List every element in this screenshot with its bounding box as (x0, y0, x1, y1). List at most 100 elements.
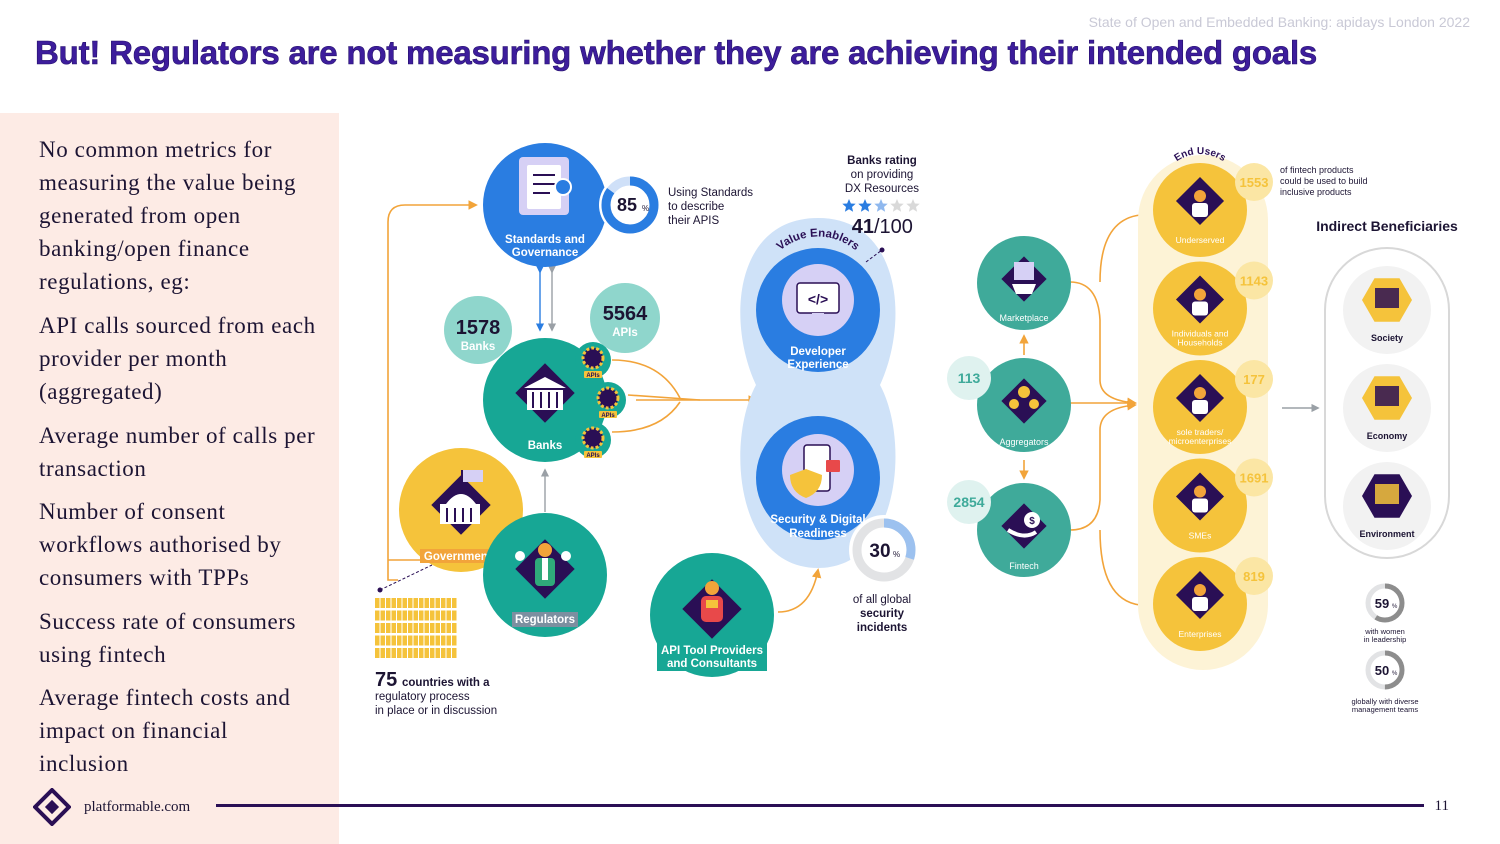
country-square (380, 648, 385, 658)
end-users-note-1: of fintech products (1280, 165, 1354, 175)
country-square (391, 623, 396, 633)
countries-line-3: in place or in discussion (375, 705, 497, 717)
country-square (435, 648, 440, 658)
end-user-count-bubble (1235, 163, 1273, 201)
end-user-count-bubble (1235, 458, 1273, 497)
women-leadership-ring: 59 % (1365, 583, 1405, 623)
rating-star (842, 199, 856, 212)
banks-count-label: Banks (461, 341, 496, 353)
page-number: 11 (1434, 798, 1449, 814)
country-square (391, 648, 396, 658)
banks-count-bubble: 1578 Banks (444, 296, 512, 364)
end-user-label: Underserved (1176, 235, 1225, 245)
beneficiary-glyph (1375, 386, 1399, 406)
country-square (446, 648, 451, 658)
security-note-1: of all global (853, 594, 911, 606)
standards-label-2: Governance (512, 247, 578, 259)
grey-connectors (540, 265, 1320, 512)
country-square (413, 623, 418, 633)
country-square (424, 598, 429, 608)
country-square (424, 623, 429, 633)
country-square (424, 610, 429, 621)
country-square (380, 635, 385, 646)
metric-consent-workflows: Number of consent workflows authorised b… (39, 499, 282, 590)
end-user-label: sole traders/ (1177, 427, 1224, 437)
country-square (402, 623, 407, 633)
beneficiary-glyph (1375, 288, 1399, 308)
country-square (408, 598, 413, 608)
beneficiary-label: Environment (1359, 529, 1414, 539)
country-square (375, 598, 380, 608)
rating-stars (842, 199, 920, 212)
country-square (397, 598, 402, 608)
fintech-count-bubble: 2854 (947, 480, 991, 524)
country-square (435, 635, 440, 646)
api-tool-label-1: API Tool Providers (661, 645, 763, 657)
end-user-count-bubble (1235, 261, 1273, 300)
country-square (430, 610, 435, 621)
diverse-unit: % (1392, 671, 1398, 677)
country-square (441, 598, 446, 608)
code-glyph: </> (808, 291, 828, 307)
rating-pointer-dot (879, 247, 885, 253)
person-body-icon (1192, 301, 1208, 316)
rating-line-2: on providing (851, 169, 914, 181)
person-icon (1194, 584, 1206, 596)
fintech-node: $ Fintech (977, 483, 1071, 577)
country-square (452, 598, 457, 608)
end-users-note-2: could be used to build (1280, 176, 1368, 186)
country-square (391, 635, 396, 646)
standards-node: Standards and Governance (483, 143, 607, 267)
rating-star (906, 199, 920, 212)
country-square (375, 648, 380, 658)
standards-percent-ring: 85 % (599, 174, 661, 236)
country-square (386, 610, 391, 621)
security-label-2: Readiness (789, 528, 847, 540)
country-square (408, 648, 413, 658)
beneficiary-label: Economy (1367, 431, 1408, 441)
country-square (413, 610, 418, 621)
country-square (446, 598, 451, 608)
country-square (413, 598, 418, 608)
end-user-label-2: Households (1178, 338, 1223, 348)
country-square (419, 610, 424, 621)
countries-line-1: countries with a (402, 677, 490, 689)
standards-note-1: Using Standards (668, 187, 753, 199)
country-square (408, 610, 413, 621)
country-square (452, 623, 457, 633)
country-square (419, 648, 424, 658)
country-square (375, 610, 380, 621)
svg-text:$: $ (1029, 516, 1035, 527)
standards-label-1: Standards and (505, 234, 585, 246)
bank-api-gears: APIs APIs APIs (575, 342, 626, 459)
standards-percent: 85 (617, 195, 637, 215)
security-percent: 30 (869, 541, 890, 562)
indirect-outline (1324, 247, 1450, 559)
country-square (452, 610, 457, 621)
developer-label-1: Developer (790, 346, 846, 358)
country-square (419, 623, 424, 633)
country-square (413, 648, 418, 658)
women-percent: 59 (1375, 596, 1389, 611)
api-badge-1: APIs (586, 373, 600, 379)
marketplace-node: Marketplace (977, 236, 1071, 330)
flow-connectors (387, 200, 1141, 613)
standards-percent-unit: % (642, 204, 649, 213)
end-user-count: 177 (1243, 372, 1265, 387)
end-user-count-bubble (1235, 557, 1273, 595)
country-square (402, 635, 407, 646)
metrics-panel: No common metrics for measuring the valu… (0, 113, 339, 844)
diverse-line-2: management teams (1352, 705, 1419, 714)
country-square (419, 598, 424, 608)
rating-star (874, 199, 888, 212)
country-square (375, 635, 380, 646)
country-square (446, 610, 451, 621)
security-note-3: incidents (857, 622, 907, 634)
rating-star (890, 199, 904, 212)
country-square (435, 610, 440, 621)
regulators-node: Regulators (483, 513, 607, 637)
apis-count-value: 5564 (603, 303, 648, 325)
rating-score: 41 (852, 216, 874, 238)
